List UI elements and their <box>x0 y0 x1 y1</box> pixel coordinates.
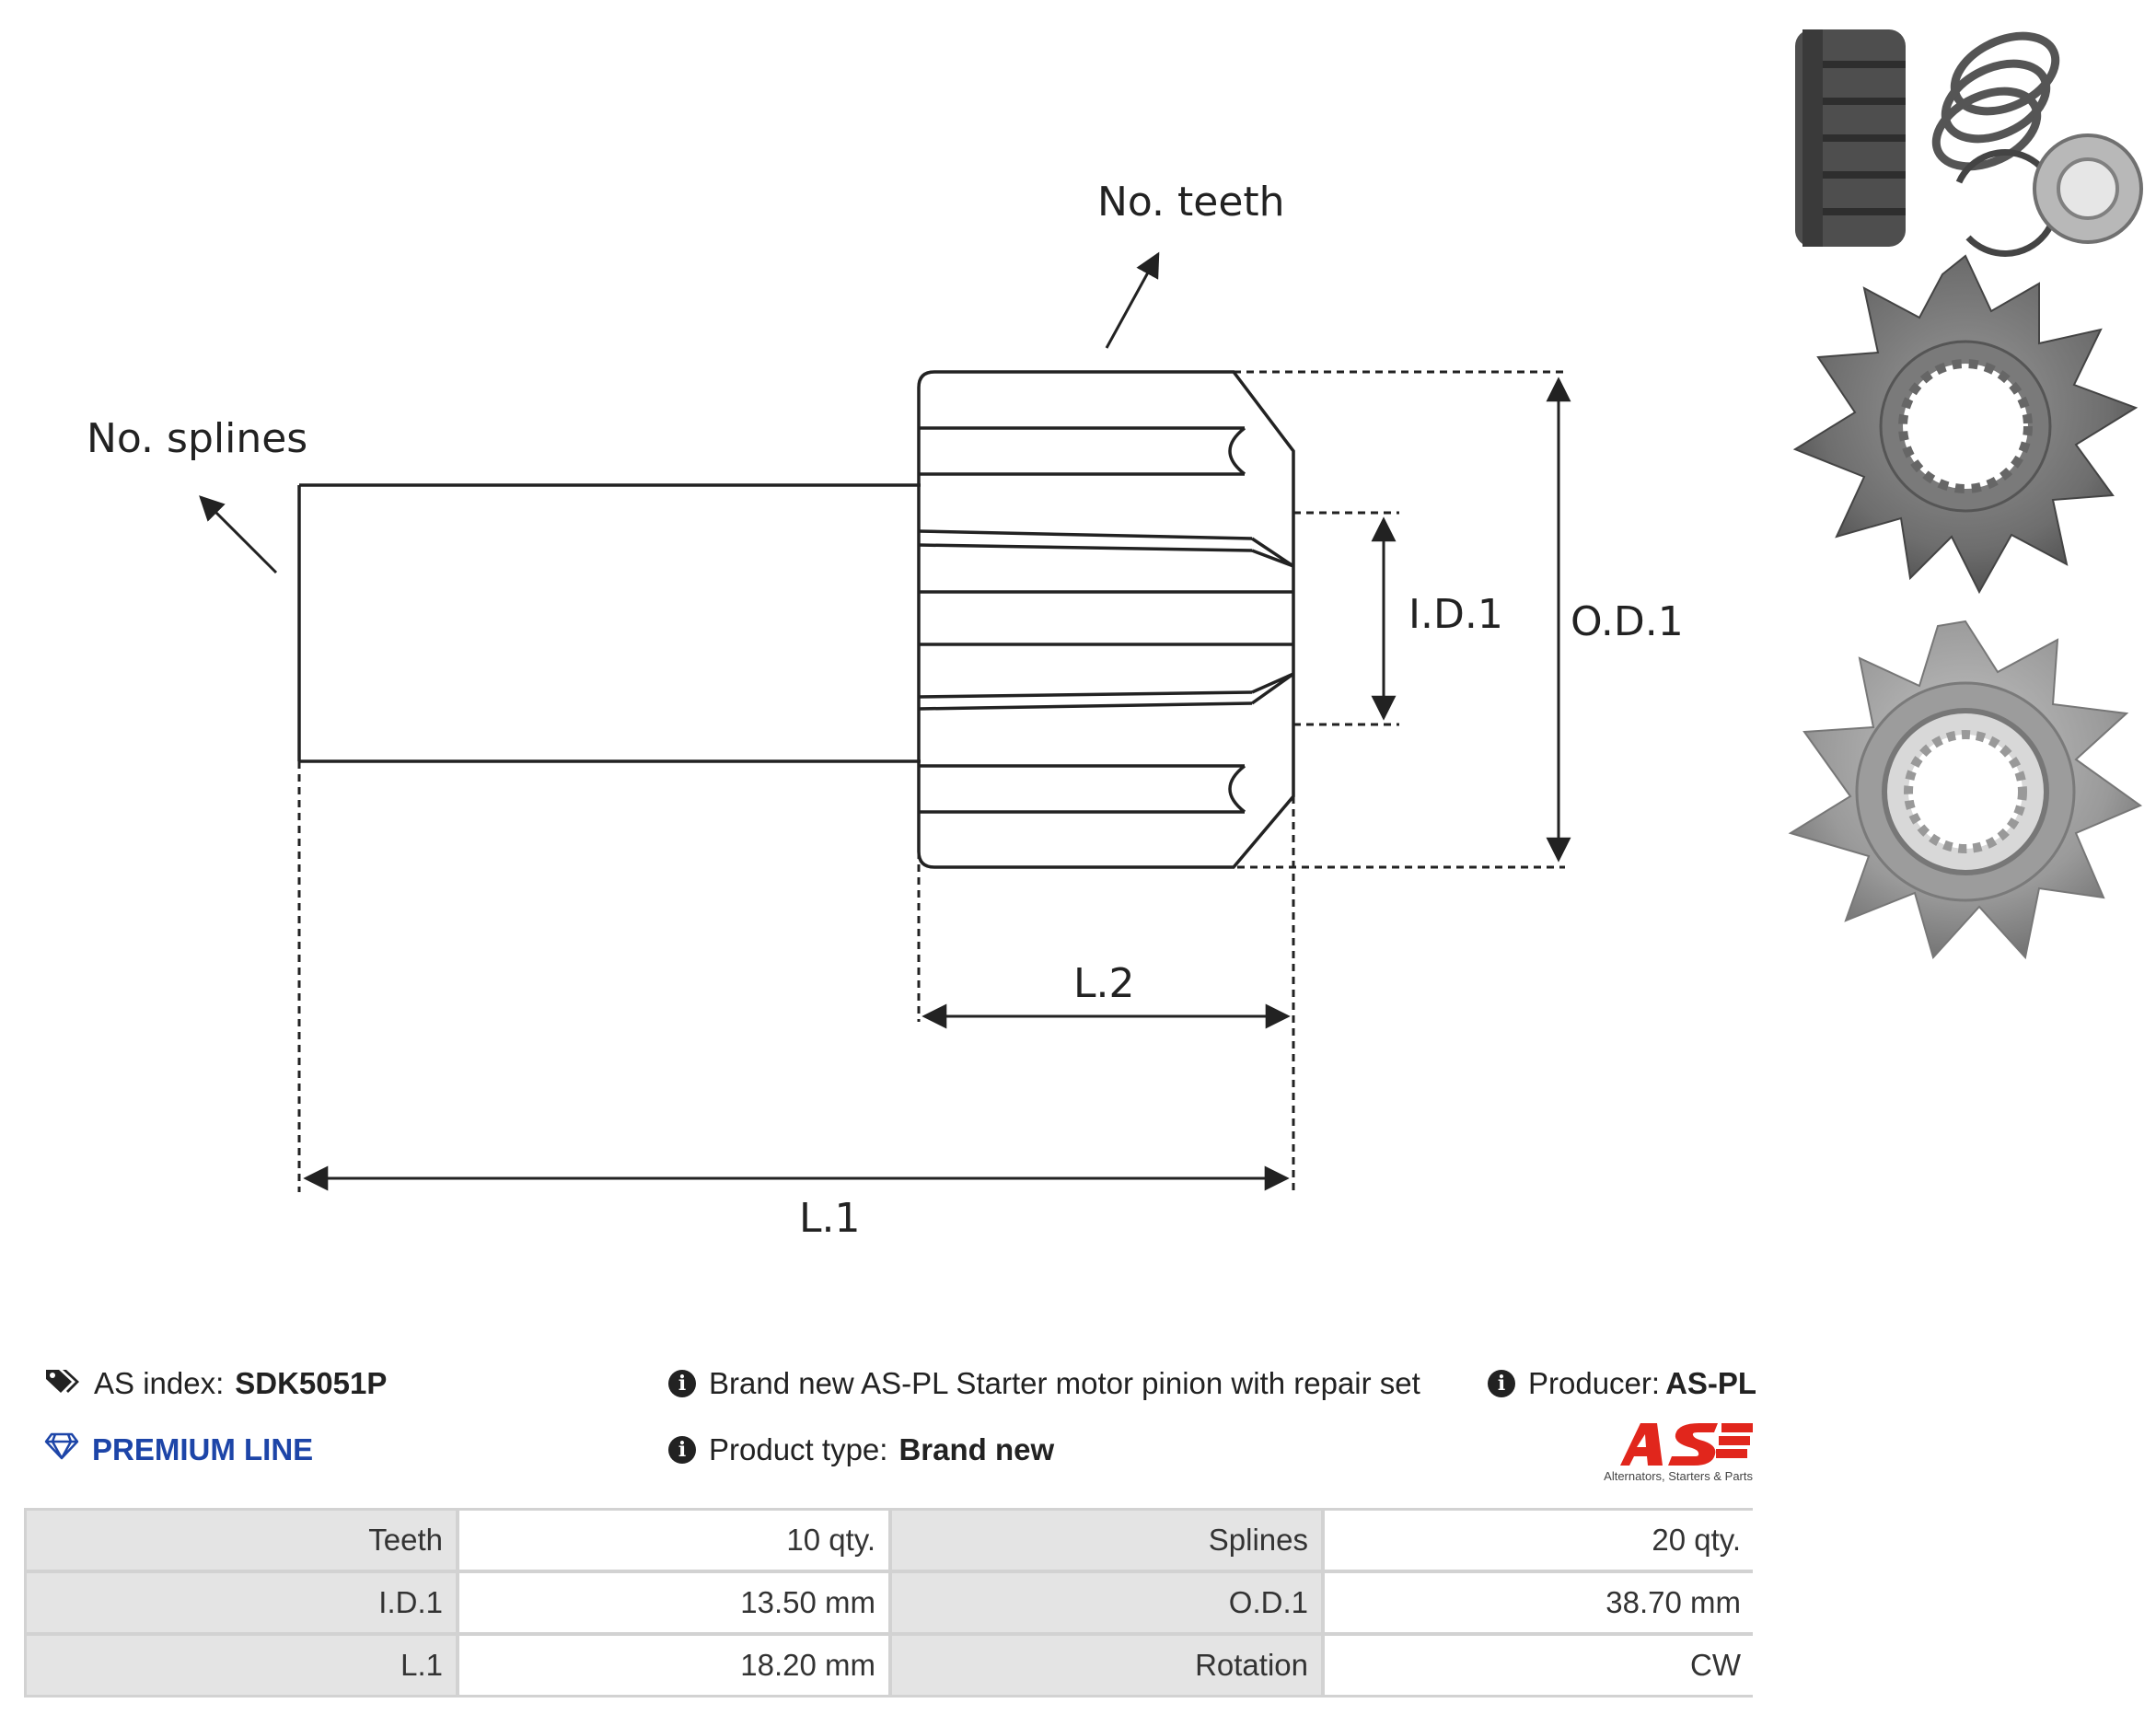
photo-pinion-front <box>1792 254 2139 595</box>
specs-table: Teeth 10 qty. Splines 20 qty. I.D.1 13.5… <box>24 1508 1754 1698</box>
photo-pinion-repair-set <box>1795 29 2143 257</box>
producer-label: Producer: <box>1528 1366 1661 1400</box>
spec-key: L.1 <box>27 1636 456 1695</box>
photo-pinion-rear <box>1788 620 2143 960</box>
spec-value: CW <box>1325 1636 1754 1695</box>
pinion-body <box>917 370 1295 869</box>
spec-key: Rotation <box>892 1636 1321 1695</box>
logo-tagline: Alternators, Starters & Parts <box>1604 1469 1753 1483</box>
diamond-icon <box>44 1432 79 1467</box>
spec-key: O.D.1 <box>892 1573 1321 1632</box>
as-index-value: SDK5051P <box>235 1366 388 1400</box>
description-text: Brand new AS-PL Starter motor pinion wit… <box>709 1366 1420 1400</box>
spec-value: 10 qty. <box>459 1511 888 1570</box>
spec-value: 20 qty. <box>1325 1511 1754 1570</box>
producer: i Producer: AS-PL <box>1488 1366 1756 1401</box>
label-no-teeth: No. teeth <box>1097 179 1285 226</box>
product-description: i Brand new AS-PL Starter motor pinion w… <box>668 1366 1420 1401</box>
label-id1: I.D.1 <box>1408 591 1503 638</box>
dimension-arrows <box>199 251 1571 1191</box>
label-od1: O.D.1 <box>1571 598 1684 645</box>
as-index: AS index: SDK5051P <box>44 1366 387 1401</box>
spec-value: 38.70 mm <box>1325 1573 1754 1632</box>
tags-icon <box>44 1366 81 1401</box>
product-type-label: Product type: <box>709 1432 888 1466</box>
info-icon: i <box>668 1436 696 1464</box>
spec-key: Teeth <box>27 1511 456 1570</box>
as-index-label: AS index: <box>94 1366 225 1400</box>
info-icon: i <box>1488 1370 1515 1397</box>
dimension-extension-lines <box>297 370 1565 1192</box>
product-type: i Product type: Brand new <box>668 1432 1054 1467</box>
premium-line-label: PREMIUM LINE <box>92 1432 314 1466</box>
label-l1: L.1 <box>799 1195 861 1242</box>
spec-key: I.D.1 <box>27 1573 456 1632</box>
as-pl-logo: Alternators, Starters & Parts <box>1583 1418 1753 1484</box>
label-no-splines: No. splines <box>87 415 307 462</box>
spec-value: 18.20 mm <box>459 1636 888 1695</box>
shaft-outline <box>297 483 921 763</box>
product-type-value: Brand new <box>898 1432 1055 1466</box>
spec-value: 13.50 mm <box>459 1573 888 1632</box>
premium-line-badge: PREMIUM LINE <box>44 1432 313 1467</box>
spec-key: Splines <box>892 1511 1321 1570</box>
pinion-technical-drawing: No. teeth No. splines I.D.1 O.D.1 L.2 L.… <box>87 29 2143 1242</box>
producer-value: AS-PL <box>1665 1366 1757 1400</box>
info-icon: i <box>668 1370 696 1397</box>
label-l2: L.2 <box>1073 960 1135 1007</box>
